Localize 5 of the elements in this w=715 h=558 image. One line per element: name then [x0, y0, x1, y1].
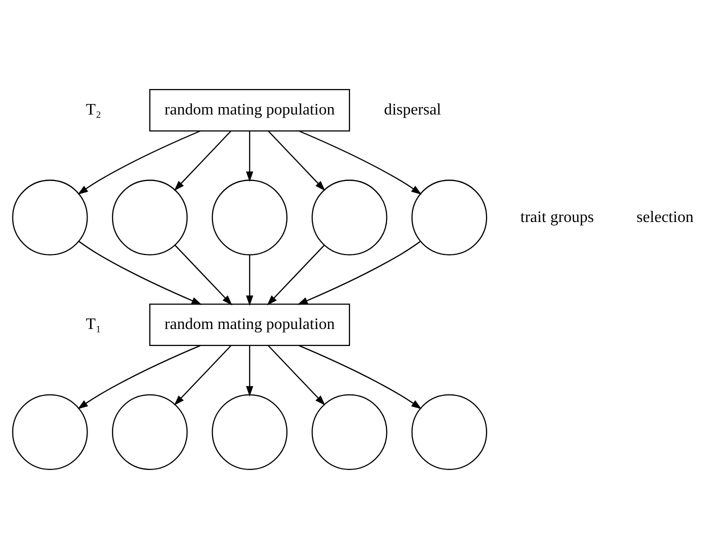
label: T₂ [86, 100, 102, 118]
label: trait groups [520, 208, 594, 226]
label: selection [636, 208, 694, 226]
label: T₁ [86, 316, 102, 333]
label: dispersal [384, 100, 442, 118]
